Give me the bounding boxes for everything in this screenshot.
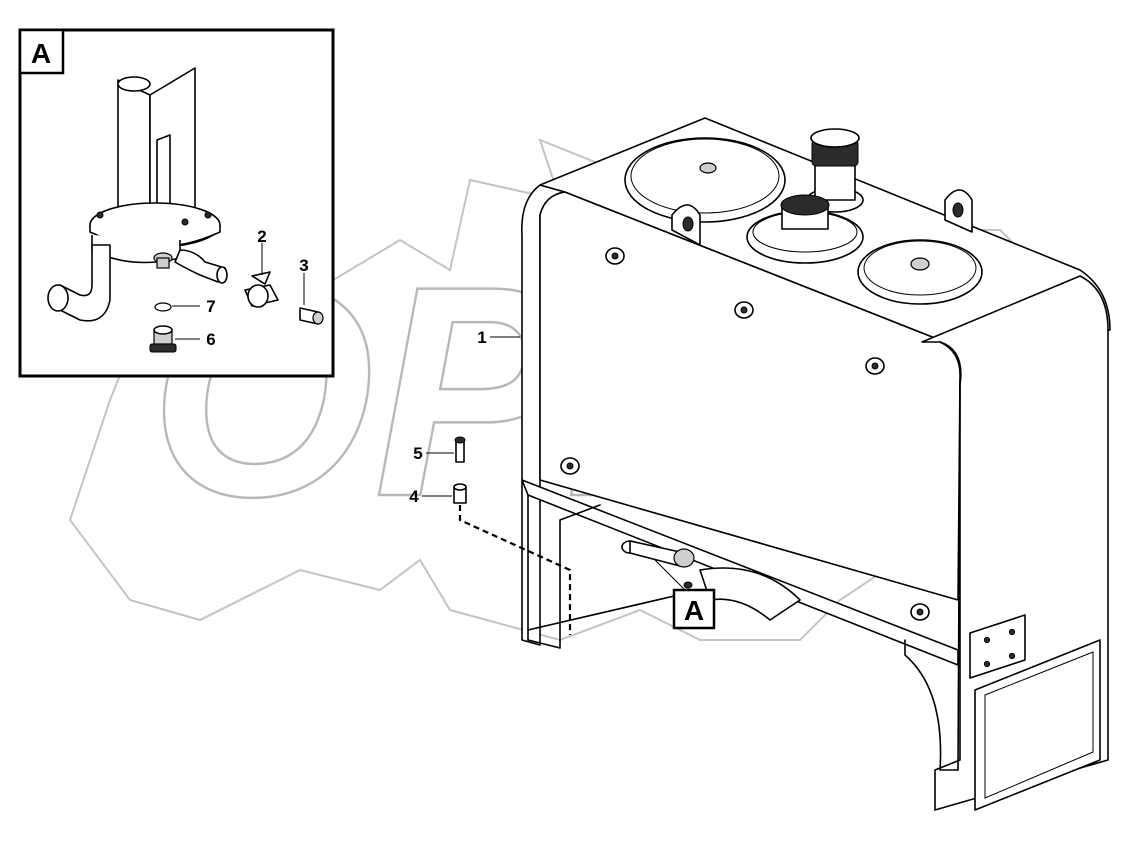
inspection-cover-left bbox=[624, 137, 786, 223]
callout-a-label: A bbox=[684, 595, 704, 626]
part-label-2: 2 bbox=[257, 227, 266, 246]
suction-pipe-assembly bbox=[47, 67, 228, 322]
inspection-cover-right bbox=[857, 239, 983, 305]
assembly-dashed-line bbox=[458, 505, 572, 635]
part-label-1: 1 bbox=[477, 328, 486, 347]
tank-bottom-plate bbox=[974, 639, 1101, 811]
drain-plug bbox=[149, 325, 177, 353]
fastener-bolt bbox=[454, 436, 466, 463]
callout-a-tag: A bbox=[672, 588, 716, 630]
outlet-pipe bbox=[621, 540, 801, 621]
part-label-7: 7 bbox=[206, 297, 215, 316]
part-label-4: 4 bbox=[409, 487, 419, 506]
detail-view-label: A bbox=[31, 38, 51, 69]
lifting-eye-left bbox=[671, 204, 701, 246]
lifting-eye-right bbox=[944, 189, 973, 233]
part-label-5: 5 bbox=[413, 444, 422, 463]
part-callouts: 1 2 3 4 5 6 7 bbox=[172, 227, 520, 506]
part-label-3: 3 bbox=[299, 256, 308, 275]
breather-flange bbox=[746, 194, 864, 264]
ball-valve bbox=[244, 271, 279, 308]
adapter-fitting bbox=[299, 307, 324, 325]
detail-view-a: A bbox=[18, 28, 335, 378]
o-ring bbox=[154, 302, 172, 312]
hydraulic-tank bbox=[521, 117, 1111, 811]
fastener-spacer bbox=[453, 483, 467, 504]
side-studs bbox=[560, 247, 930, 621]
part-label-6: 6 bbox=[206, 330, 215, 349]
